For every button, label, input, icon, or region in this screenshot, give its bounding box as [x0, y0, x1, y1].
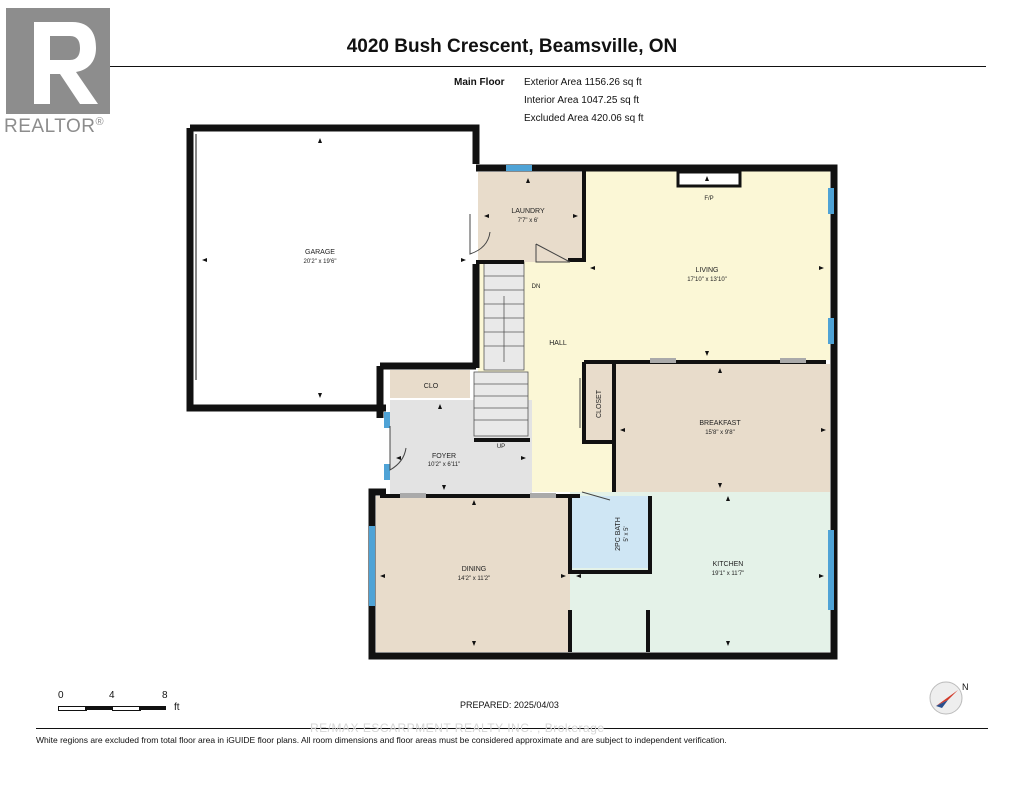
stairs-up — [473, 371, 529, 437]
scale-label-0: 0 — [58, 690, 64, 701]
window-grey-sills — [400, 358, 806, 498]
fireplace — [676, 170, 742, 188]
scale-segment — [112, 706, 141, 711]
scale-segment — [85, 706, 112, 710]
scale-segment — [139, 706, 166, 710]
closet-room — [586, 364, 612, 440]
doors — [389, 214, 611, 501]
prepared-date: PREPARED: 2025/04/03 — [460, 700, 559, 710]
scale-bar: 0 4 8 ft — [58, 690, 198, 720]
bath-room — [572, 496, 648, 568]
compass-icon: N — [928, 678, 974, 718]
exterior-area: Exterior Area 1156.26 sq ft — [524, 77, 642, 88]
scale-label-4: 4 — [109, 690, 115, 701]
footer-rule — [36, 728, 988, 729]
dining-label: DINING — [462, 566, 487, 573]
excluded-area: Excluded Area 420.06 sq ft — [524, 113, 644, 124]
hall-label: HALL — [549, 340, 567, 347]
breakfast-room — [616, 364, 830, 492]
footnote: White regions are excluded from total fl… — [36, 735, 727, 745]
foyer-dims: 10'2" x 6'11" — [428, 462, 460, 468]
stairs-down-label: DN — [532, 284, 541, 290]
realtor-logo — [6, 8, 118, 138]
garage-label: GARAGE — [305, 249, 335, 256]
clo-room — [390, 370, 470, 398]
garage-dims: 20'2" x 19'6" — [304, 259, 337, 265]
scale-segment — [58, 706, 87, 711]
header-rule — [110, 66, 986, 67]
laundry-dims: 7'7" x 6' — [518, 218, 539, 224]
living-room — [584, 170, 830, 360]
living-label: LIVING — [696, 267, 719, 274]
breakfast-dims: 15'8" x 9'8" — [705, 430, 735, 436]
stairs-up-label: UP — [497, 444, 505, 450]
dimension-arrows — [202, 138, 826, 646]
windows — [369, 165, 834, 610]
laundry-room — [478, 172, 584, 262]
living-dims: 17'10" x 13'10" — [687, 277, 727, 283]
foyer-label: FOYER — [432, 453, 456, 460]
fireplace-label: F/P — [704, 196, 713, 202]
garage-room — [192, 132, 472, 404]
dining-room — [376, 496, 570, 652]
realtor-wordmark: REALTOR® — [4, 116, 105, 137]
stairs-down — [483, 261, 525, 371]
kitchen-label: KITCHEN — [713, 561, 744, 568]
floor-name: Main Floor — [454, 77, 505, 88]
bath-dims: 5' x 5' — [624, 526, 630, 541]
closet-label: CLOSET — [596, 389, 603, 418]
scale-unit: ft — [174, 702, 180, 713]
brokerage-watermark: RE/MAX ESCARPMENT REALTY INC. , Brokerag… — [310, 721, 605, 735]
laundry-label: LAUNDRY — [511, 208, 545, 215]
scale-label-8: 8 — [162, 690, 168, 701]
clo-label: CLO — [424, 383, 439, 390]
bath-label: 2PC BATH — [615, 517, 622, 551]
dining-dims: 14'2" x 11'2" — [458, 576, 490, 582]
property-address-title: 4020 Bush Crescent, Beamsville, ON — [346, 36, 678, 57]
realtor-r-icon — [6, 8, 110, 114]
compass-north-letter: N — [962, 682, 969, 692]
kitchen-dims: 19'1" x 11'7" — [712, 571, 744, 577]
breakfast-label: BREAKFAST — [699, 420, 741, 427]
interior-area: Interior Area 1047.25 sq ft — [524, 95, 640, 106]
